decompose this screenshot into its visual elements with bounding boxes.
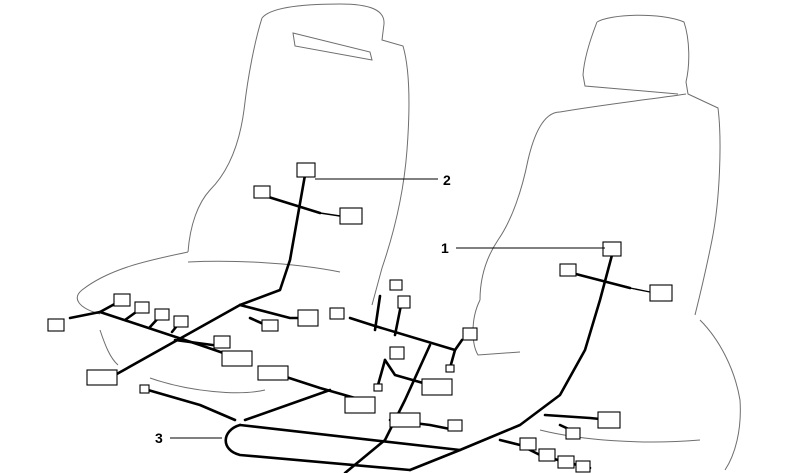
callout-2-label: 2 <box>443 172 451 188</box>
right-backrest-small-connector <box>559 263 577 277</box>
right-backrest-plug <box>649 284 673 302</box>
left-base-connector-i <box>297 309 319 327</box>
left-base-connector-f <box>213 335 231 349</box>
right-base-connector-b <box>565 427 581 440</box>
left-base-connector-e <box>173 315 189 328</box>
right-base-connector-f <box>538 448 556 462</box>
left-backrest-top-connector <box>296 162 316 178</box>
center-connector-b <box>389 279 403 291</box>
left-base-connector-d <box>154 308 170 321</box>
left-base-connector-b <box>113 293 131 307</box>
right-base-connector-d <box>447 419 463 432</box>
center-harness <box>139 279 478 473</box>
callout-3-label: 3 <box>155 430 163 446</box>
right-base-connector-g <box>557 455 575 469</box>
left-backrest-small-connector <box>253 185 271 199</box>
center-connector-j <box>344 396 376 414</box>
left-base-connector-a <box>47 318 65 332</box>
callout-3: 3 <box>155 430 222 446</box>
right-backrest-top-connector <box>602 241 622 257</box>
right-base-connector-h <box>575 460 591 473</box>
left-backrest-harness <box>113 162 363 377</box>
right-base-connector-c <box>389 412 421 428</box>
left-base-connector-g <box>221 350 253 367</box>
center-connector-k <box>139 384 150 394</box>
center-connector-e <box>445 364 455 373</box>
main-trunk-harness <box>224 423 462 472</box>
center-connector-c <box>397 295 411 309</box>
left-seat-outline <box>77 3 410 394</box>
right-seat-harness <box>388 241 673 473</box>
left-base-connector-c <box>134 301 150 314</box>
left-base-module <box>86 369 118 386</box>
left-base-harness <box>47 293 319 386</box>
right-base-connector-e <box>519 437 537 451</box>
center-connector-a <box>329 307 345 320</box>
left-backrest-plug <box>339 207 363 225</box>
left-base-connector-h <box>261 319 279 332</box>
callout-1: 1 <box>441 240 605 256</box>
center-connector-d <box>462 327 478 341</box>
center-connector-f <box>389 346 405 360</box>
center-connector-g <box>373 383 383 392</box>
callout-2: 2 <box>315 172 451 188</box>
callout-1-label: 1 <box>441 240 449 256</box>
center-connector-i <box>257 365 289 381</box>
center-connector-h <box>421 378 453 396</box>
right-base-connector-a <box>597 411 621 429</box>
